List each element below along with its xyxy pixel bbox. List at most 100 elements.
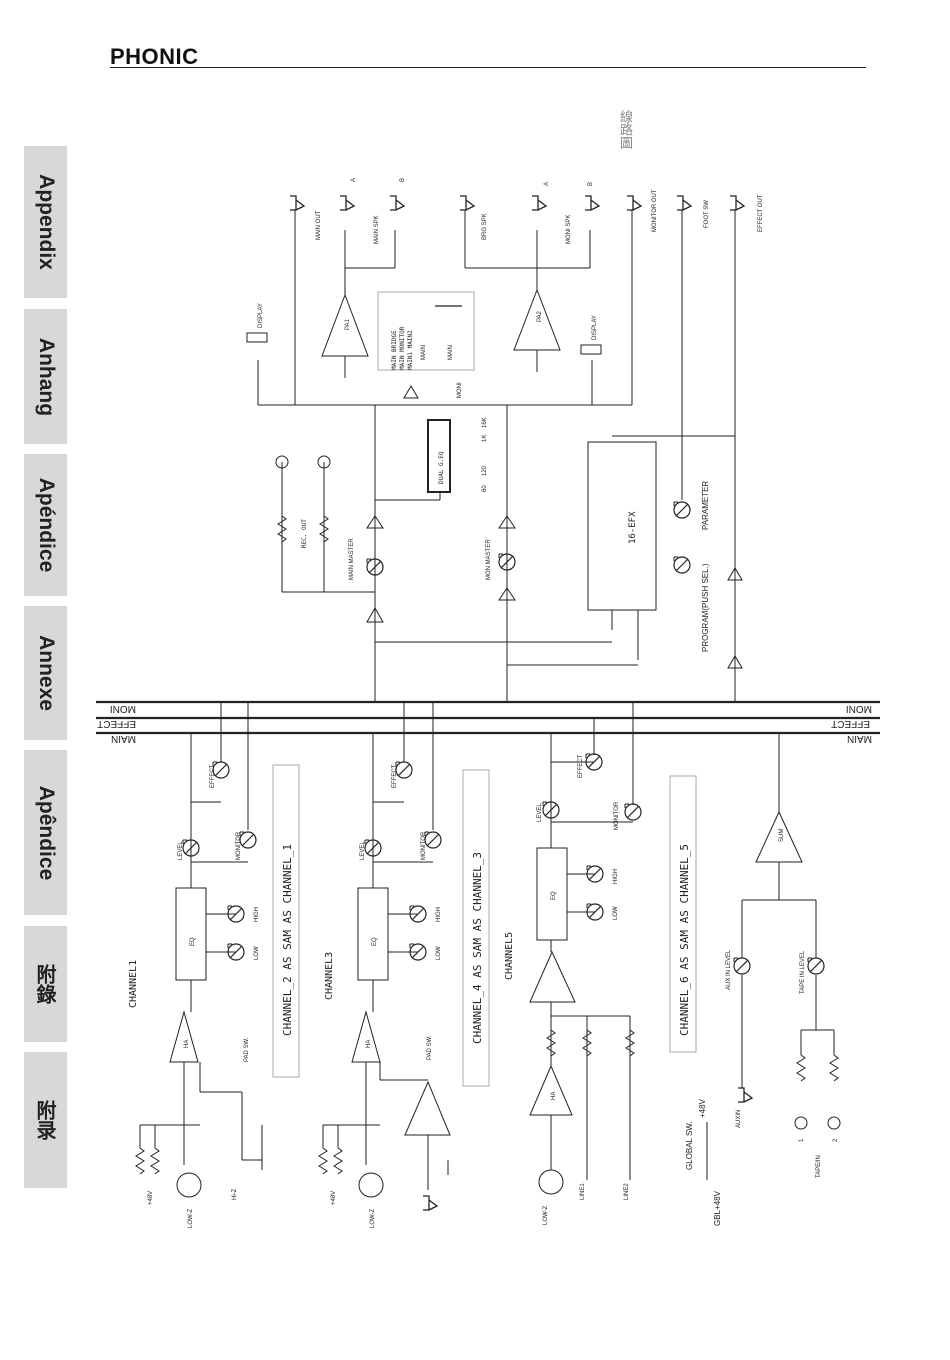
brand-logo: PHONIC bbox=[110, 44, 199, 69]
moni-select-label: MONI bbox=[457, 382, 463, 398]
ch5-eq-label: EQ bbox=[551, 891, 557, 900]
foot-sw-jack bbox=[676, 195, 692, 211]
main-spk-label: MAIN SPK bbox=[374, 215, 380, 244]
main-master-label: MAIN MASTER bbox=[349, 538, 355, 580]
main-out-jack bbox=[289, 195, 305, 211]
ch3-monitor-label: MONITOR bbox=[421, 831, 427, 860]
rec-out-label: REC. OUT bbox=[301, 519, 308, 548]
tab-cjk-traditional[interactable]: 附錄 bbox=[24, 926, 67, 1042]
bus-moni-label-left: MONI bbox=[110, 703, 136, 714]
ch5-monitor-knob bbox=[624, 803, 642, 821]
ch1-lowz-label: LOW-Z bbox=[188, 1208, 194, 1228]
ch1-eq-block bbox=[175, 887, 207, 981]
freq-1k-label: 1K bbox=[482, 435, 488, 442]
tape-in-level-label: TAPE IN LEVEL bbox=[800, 950, 806, 994]
ch3-pad-label: PAD SW. bbox=[427, 1035, 433, 1060]
ch5-note: CHANNEL_6 AS SAM AS CHANNEL_5 bbox=[678, 844, 691, 1036]
display-1 bbox=[246, 332, 268, 343]
dual-geq-block bbox=[427, 419, 451, 493]
amp-section bbox=[257, 210, 683, 500]
bus-effect-label-right: EFFECT bbox=[831, 718, 870, 729]
aux-in-level-knob bbox=[733, 957, 751, 975]
tab-apendice-es[interactable]: Apéndice bbox=[24, 454, 67, 596]
ch5-eq-block bbox=[536, 847, 568, 941]
ch3-ha-label: HA bbox=[366, 1040, 372, 1048]
ch1-high-label: HIGH bbox=[254, 907, 260, 922]
pa2-label: PA2 bbox=[537, 310, 543, 322]
main-select-label-2: MAIN bbox=[448, 345, 454, 360]
main-spk-b-jack bbox=[389, 195, 405, 211]
mode-3-label: MAIN1 MAIN2 bbox=[407, 330, 414, 370]
ch3-note: CHANNEL_4 AS SAM AS CHANNEL_3 bbox=[471, 852, 484, 1044]
ch3-48v-label: +48V bbox=[331, 1191, 337, 1205]
moni-spk-label: MONI SPK bbox=[566, 215, 572, 244]
ch1-note: CHANNEL_2 AS SAM AS CHANNEL_1 bbox=[281, 844, 294, 1036]
ch5-high-label: HIGH bbox=[613, 869, 619, 884]
channel-1-strip bbox=[139, 702, 263, 1198]
ch3-high-label: HIGH bbox=[436, 907, 442, 922]
header-rule bbox=[110, 67, 866, 68]
ch5-line-amp bbox=[529, 950, 576, 1003]
ch5-ha-amp bbox=[529, 1064, 573, 1116]
main-out-label: MAIN OUT bbox=[316, 210, 322, 240]
main-spk-a-jack bbox=[339, 195, 355, 211]
tape-res-2 bbox=[829, 1054, 839, 1082]
gbl48-label: GBL+48V bbox=[713, 1190, 722, 1226]
tab-cjk-simplified[interactable]: 附录 bbox=[24, 1052, 67, 1188]
ch1-ha-label: HA bbox=[184, 1040, 190, 1048]
tape-in-level-knob bbox=[807, 957, 825, 975]
tab-appendix[interactable]: Appendix bbox=[24, 146, 67, 298]
global-sw-label: GLOBAL SW. bbox=[685, 1121, 694, 1170]
aux-in-jack bbox=[737, 1087, 753, 1103]
tape-1-label: 1 bbox=[799, 1138, 805, 1142]
brg-spk-jack bbox=[459, 195, 475, 211]
aux-in-level-label: AUX IN LEVEL bbox=[726, 949, 732, 990]
freq-60-label: 60 bbox=[482, 485, 488, 492]
efx-label: 16-EFX bbox=[628, 511, 638, 544]
channel-5-strip bbox=[529, 702, 634, 1195]
ch5-line2-label: LINE2 bbox=[624, 1183, 630, 1200]
ch1-ha-amp bbox=[169, 1010, 199, 1063]
ch5-name: CHANNEL5 bbox=[504, 932, 515, 980]
monitor-out-label: MONITOR OUT bbox=[652, 189, 658, 232]
tab-annexe[interactable]: Annexe bbox=[24, 606, 67, 740]
monitor-out-jack bbox=[626, 195, 642, 211]
ch1-res-a bbox=[135, 1147, 145, 1175]
bus-lines bbox=[96, 700, 880, 735]
tab-cjk-traditional-label: 附錄 bbox=[33, 964, 57, 1004]
mode-1-label: MAIN BRIDGE bbox=[391, 330, 398, 370]
ch3-effect-label: EFFECT bbox=[392, 764, 398, 788]
moni-spk-a-jack bbox=[531, 195, 547, 211]
tab-anhang[interactable]: Anhang bbox=[24, 309, 67, 444]
main-select-label: MAIN bbox=[421, 345, 427, 360]
program-label: PROGRAM(PUSH SEL.) bbox=[701, 563, 710, 652]
ch1-eq-label: EQ bbox=[190, 937, 196, 946]
ch1-pad-label: PAD SW. bbox=[244, 1037, 250, 1062]
brg-spk-label: BRG SPK bbox=[482, 213, 488, 240]
tab-apendice-pt[interactable]: Apêndice bbox=[24, 750, 67, 915]
bus-main-label-right: MAIN bbox=[847, 733, 872, 744]
ch3-res-b bbox=[333, 1147, 343, 1175]
ch3-name: CHANNEL3 bbox=[324, 952, 335, 1000]
freq-120-label: 120 bbox=[482, 465, 488, 476]
ch5-lowz-label: LOW-Z bbox=[543, 1205, 549, 1225]
tape-in-label: TAPE/IN bbox=[816, 1155, 822, 1178]
auxin-label: AUXIN bbox=[736, 1110, 742, 1128]
sum-label: SUM bbox=[779, 829, 785, 842]
moni-spk-b-jack bbox=[584, 195, 600, 211]
global-48v-label: +48V bbox=[698, 1098, 707, 1118]
ch3-line-amp bbox=[404, 1080, 451, 1136]
ch1-level-label: LEVEL bbox=[178, 841, 184, 860]
bus-labels: MONI EFFECT MAIN MONI EFFECT MAIN bbox=[97, 703, 872, 744]
parameter-knob bbox=[673, 501, 691, 519]
dual-geq-label: DUAL G.EQ bbox=[438, 451, 445, 484]
master-section bbox=[275, 210, 743, 702]
channel-3-strip bbox=[322, 702, 451, 1198]
aux-tape-section bbox=[706, 733, 841, 1180]
ch3-low-label: LOW bbox=[436, 946, 442, 960]
ch1-res-b bbox=[150, 1147, 160, 1175]
pa1-label: PA1 bbox=[345, 318, 351, 330]
ch5-low-label: LOW bbox=[613, 906, 619, 920]
foot-sw-label: FOOT SW bbox=[704, 200, 710, 228]
ch5-note-box bbox=[669, 775, 697, 1053]
